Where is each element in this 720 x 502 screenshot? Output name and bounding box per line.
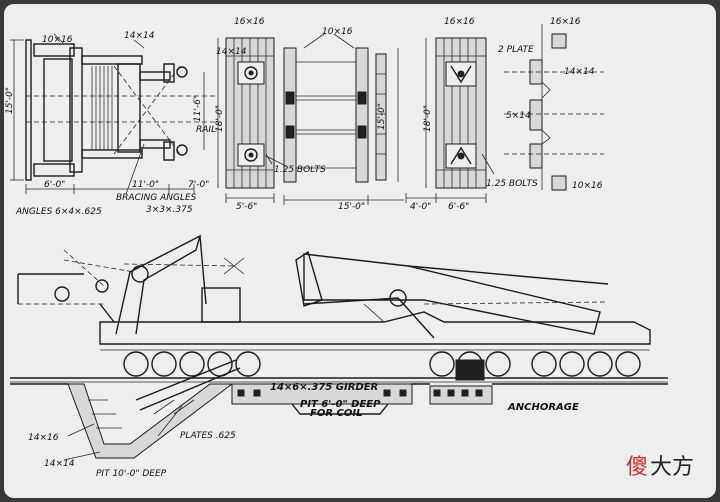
label-pit-10ft: PIT 10'-0" DEEP — [96, 469, 167, 479]
label-bracing-angles: BRACING ANGLES — [116, 193, 197, 203]
label-16x16-d: 16×16 — [444, 17, 475, 27]
drawing-sheet: 10×16 14×14 15'-0" 11'-6" RAIL 6'-0" 11'… — [4, 4, 716, 498]
label-angles: ANGLES 6×4×.625 — [15, 207, 102, 217]
label-rail: RAIL — [196, 125, 216, 135]
label-bracing-size: 3×3×.375 — [146, 205, 193, 215]
railway-gun-drawing: 10×16 14×14 15'-0" 11'-6" RAIL 6'-0" 11'… — [5, 17, 694, 480]
label-anchorage: ANCHORAGE — [507, 402, 579, 413]
label-5x14: 5×14 — [506, 111, 531, 121]
label-dim-15ft-c-bottom: 15'-0" — [338, 202, 365, 212]
label-14x16-s: 14×16 — [28, 433, 59, 443]
label-two-plate: 2 PLATE — [498, 45, 534, 55]
label-dim-11-6: 11'-6" — [193, 95, 203, 122]
label-14x14-b: 14×14 — [216, 47, 247, 57]
watermark-char-1: 傻 — [626, 455, 648, 480]
label-dim-5-6: 5'-6" — [236, 202, 257, 212]
label-14x14-e: 14×14 — [564, 67, 595, 77]
label-dim-6-6: 6'-6" — [448, 202, 469, 212]
plan-timber-crib-d — [405, 37, 495, 203]
label-dim-7ft: 7'-0" — [188, 180, 209, 190]
plan-bolted-frame-c — [265, 33, 404, 205]
label-10x16-a: 10×16 — [42, 35, 73, 45]
label-dim-15ft-a: 15'-0" — [5, 87, 15, 114]
plan-girder-frame — [10, 33, 216, 195]
label-16x16-e: 16×16 — [550, 17, 581, 27]
watermark-char-2: 大方 — [650, 455, 694, 480]
label-dim-15ft-c: 15'-0" — [377, 103, 387, 130]
label-girder: 14×6×.375 GIRDER — [270, 382, 378, 393]
label-dim-18ft-d: 18'-0" — [423, 105, 433, 132]
label-bolts-1: 1.25 BOLTS — [274, 165, 326, 175]
plan-timber-crib-b — [217, 37, 275, 203]
front-truck-wheels — [123, 351, 261, 377]
label-for-coil: FOR COIL — [310, 408, 362, 419]
label-pit-6ft: PIT 6'-0" DEEP — [300, 399, 381, 410]
label-dim-18ft-b: 18'-0" — [215, 105, 225, 132]
label-10x16-c: 10×16 — [322, 27, 353, 37]
label-14x14-a: 14×14 — [124, 31, 155, 41]
label-14x14-s: 14×14 — [44, 459, 75, 469]
label-16x16-b: 16×16 — [234, 17, 265, 27]
elevation-railway-gun — [10, 234, 668, 461]
label-bolts-2: 1.25 BOLTS — [486, 179, 538, 189]
label-10x16-e: 10×16 — [572, 181, 603, 191]
label-dim-6ft: 6'-0" — [44, 180, 65, 190]
watermark-logo: 傻 大方 — [626, 455, 694, 480]
section-beam-stack-e — [504, 24, 604, 191]
label-dim-11ft: 11'-0" — [132, 180, 159, 190]
label-plates: PLATES .625 — [180, 431, 236, 441]
label-dim-4ft: 4'-0" — [410, 202, 431, 212]
